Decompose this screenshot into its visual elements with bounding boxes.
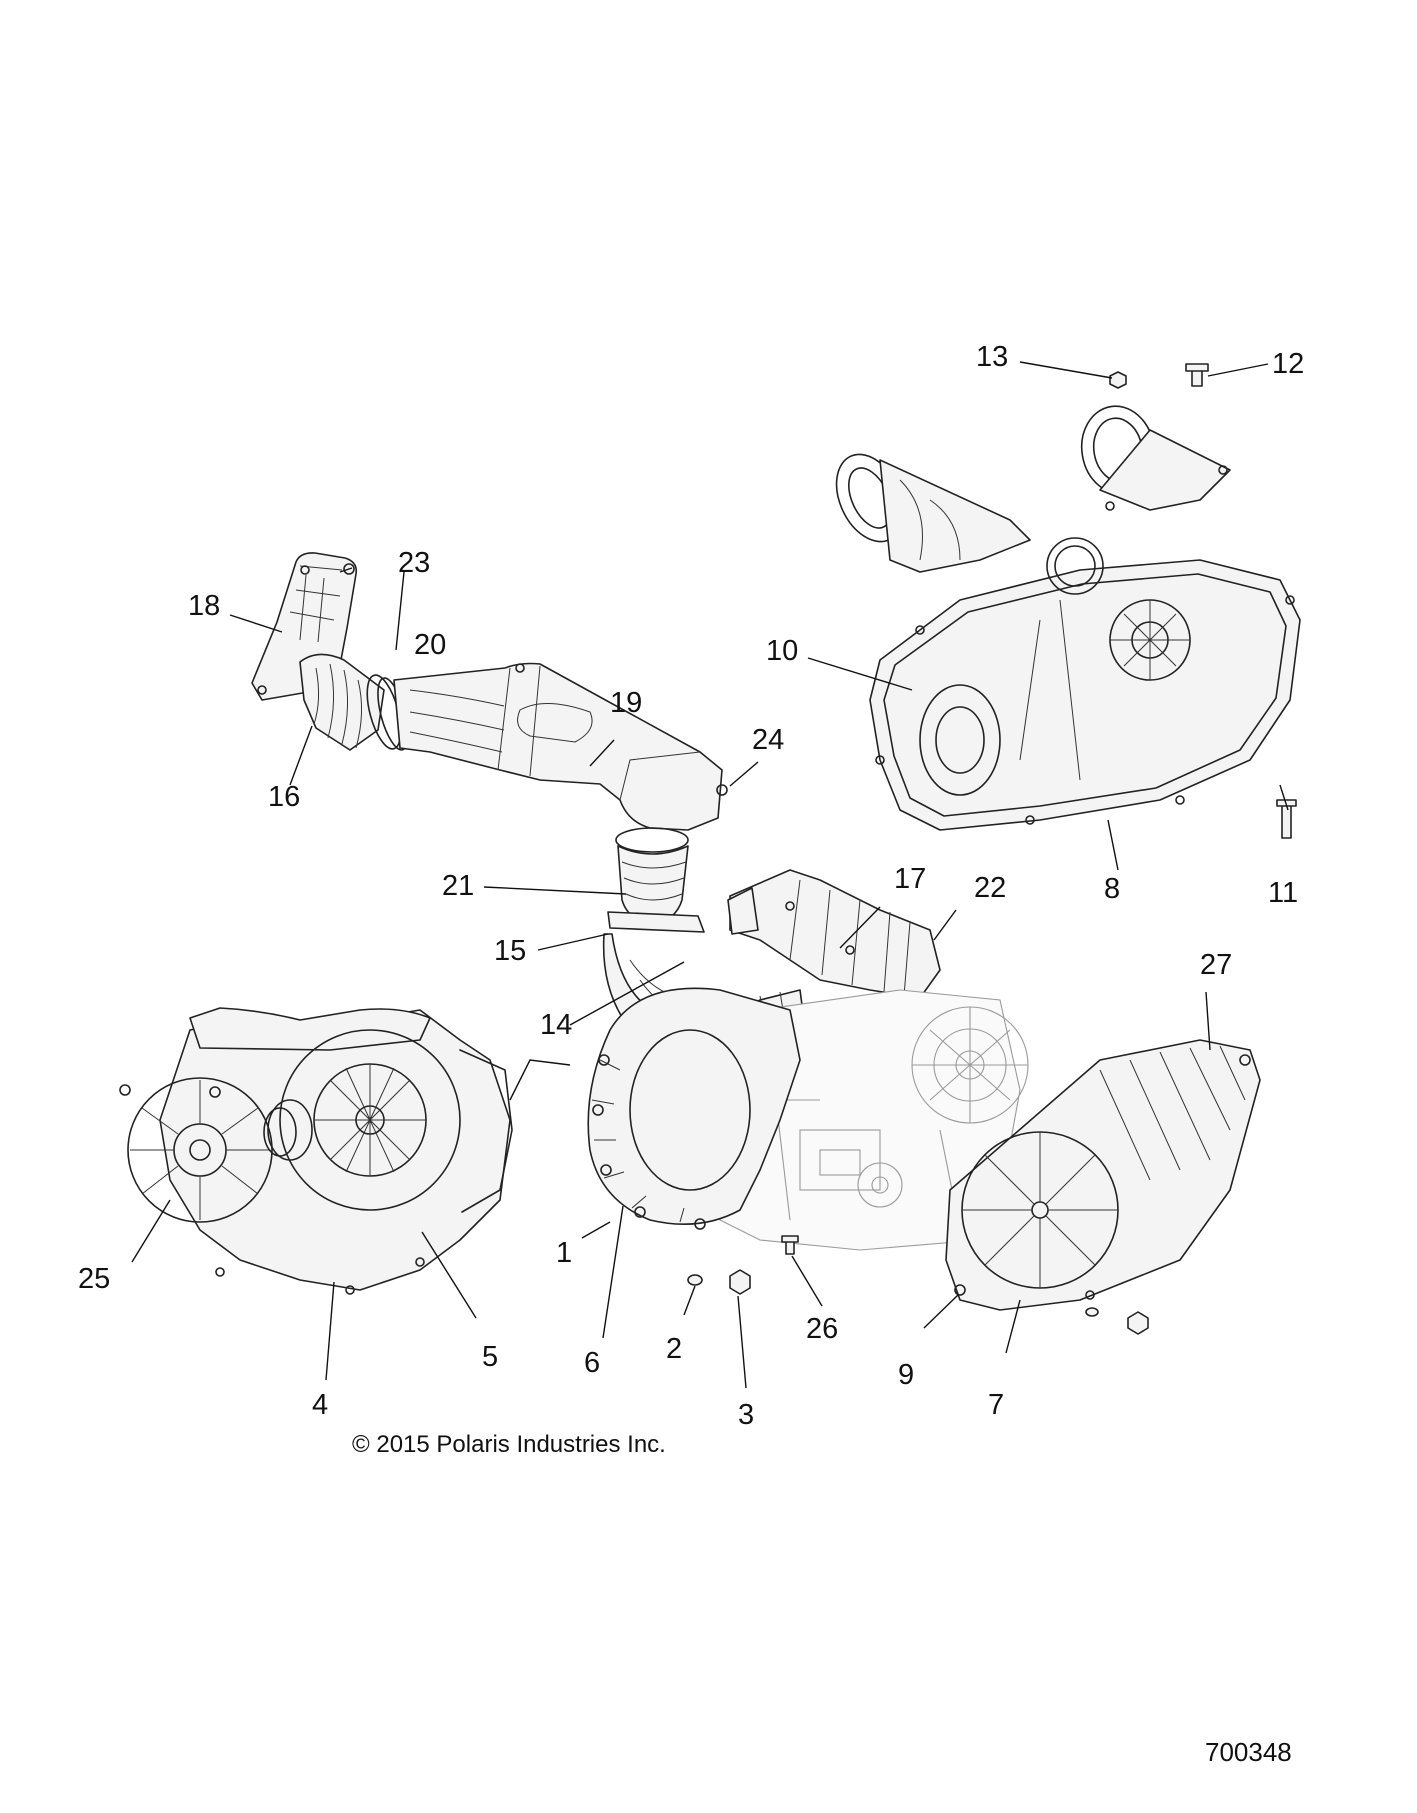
callout-6: 6 [584, 1347, 600, 1379]
callout-4: 4 [312, 1389, 328, 1421]
inner-cover-gasket-part [869, 537, 1301, 831]
callout-17: 17 [894, 863, 926, 895]
callout-labels: 13 12 10 8 11 23 18 20 19 24 16 21 17 22… [78, 341, 1304, 1431]
intake-duct-part [393, 662, 728, 831]
callout-5: 5 [482, 1341, 498, 1373]
callout-9: 9 [898, 1359, 914, 1391]
drawing-number: 700348 [1205, 1737, 1292, 1767]
callout-10: 10 [766, 635, 798, 667]
fastener-13-nut [1109, 371, 1127, 389]
inner-clutch-cover-part [587, 987, 801, 1230]
callout-1: 1 [556, 1237, 572, 1269]
fastener-3-nut [729, 1269, 751, 1295]
fastener-12-screw [1185, 363, 1209, 387]
callout-3: 3 [738, 1399, 754, 1431]
fastener-2-washer [687, 1274, 703, 1286]
callout-13: 13 [976, 341, 1008, 373]
callout-12: 12 [1272, 348, 1304, 380]
callout-14: 14 [540, 1009, 572, 1041]
callout-25: 25 [78, 1263, 110, 1295]
outlet-duct-part [727, 869, 941, 999]
cover-inlet-duct-right [1080, 405, 1231, 511]
callout-24: 24 [752, 724, 784, 756]
callout-22: 22 [974, 872, 1006, 904]
leader-lines [131, 361, 1289, 1389]
callout-20: 20 [414, 629, 446, 661]
callout-18: 18 [188, 590, 220, 622]
callout-26: 26 [806, 1313, 838, 1345]
outer-cover-assembly-part [119, 1007, 513, 1295]
fastener-26-screw [781, 1235, 799, 1255]
callout-27: 27 [1200, 949, 1232, 981]
callout-21: 21 [442, 870, 474, 902]
callout-23: 23 [398, 547, 430, 579]
callout-15: 15 [494, 935, 526, 967]
callout-11: 11 [1268, 877, 1298, 909]
fastener-cover-nut [1085, 1307, 1149, 1335]
callout-16: 16 [268, 781, 300, 813]
callout-7: 7 [988, 1389, 1004, 1421]
copyright-notice: © 2015 Polaris Industries Inc. [352, 1431, 666, 1458]
callout-8: 8 [1104, 873, 1120, 905]
callout-19: 19 [610, 687, 642, 719]
cover-inlet-duct-left [835, 453, 1031, 573]
outer-clutch-cover-part [945, 1039, 1261, 1311]
callout-2: 2 [666, 1333, 682, 1365]
